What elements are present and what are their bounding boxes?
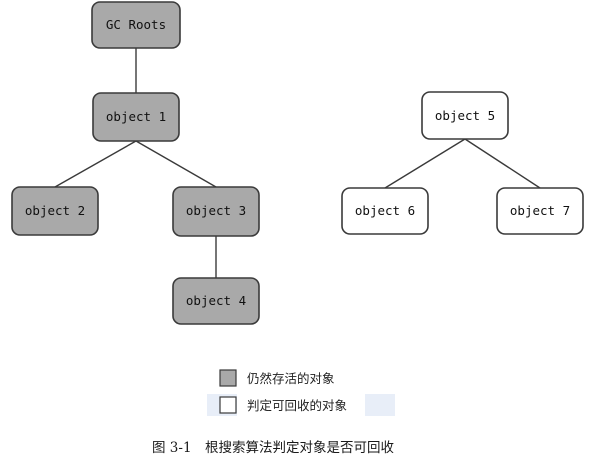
watermark: 搬砖的小学生 (436, 429, 548, 449)
node-object-1-label: object 1 (106, 109, 166, 124)
edge-object5-object6 (384, 138, 466, 189)
node-object-6-label: object 6 (355, 203, 415, 218)
node-object-3-label: object 3 (186, 203, 246, 218)
legend: 仍然存活的对象 判定可回收的对象 (207, 369, 395, 416)
node-object-1: object 1 (92, 92, 180, 142)
legend-highlight-band-right (365, 394, 395, 416)
node-object-6: object 6 (341, 187, 429, 235)
edge-object5-object7 (464, 138, 541, 189)
node-object-4: object 4 (172, 277, 260, 325)
node-object-3: object 3 (172, 186, 260, 237)
node-object-4-label: object 4 (186, 293, 246, 308)
node-object-7-label: object 7 (510, 203, 570, 218)
node-object-2-label: object 2 (25, 203, 85, 218)
edge-object1-object3 (135, 140, 217, 188)
legend-alive-label: 仍然存活的对象 (247, 371, 335, 386)
edges (54, 48, 541, 278)
legend-reclaimable-label: 判定可回收的对象 (247, 398, 347, 413)
node-object-5: object 5 (421, 91, 509, 140)
figure-caption: 图 3-1 根搜索算法判定对象是否可回收 (152, 440, 395, 456)
node-object-5-label: object 5 (435, 108, 495, 123)
node-object-2: object 2 (11, 186, 99, 236)
node-object-7: object 7 (496, 187, 584, 235)
edge-object1-object2 (54, 140, 137, 188)
wechat-icon (436, 429, 460, 448)
watermark-text: 搬砖的小学生 (464, 433, 548, 449)
node-gc-roots: GC Roots (91, 1, 181, 49)
node-gc-roots-label: GC Roots (106, 17, 166, 32)
legend-alive-swatch (219, 369, 237, 387)
legend-reclaimable-swatch (219, 396, 237, 414)
